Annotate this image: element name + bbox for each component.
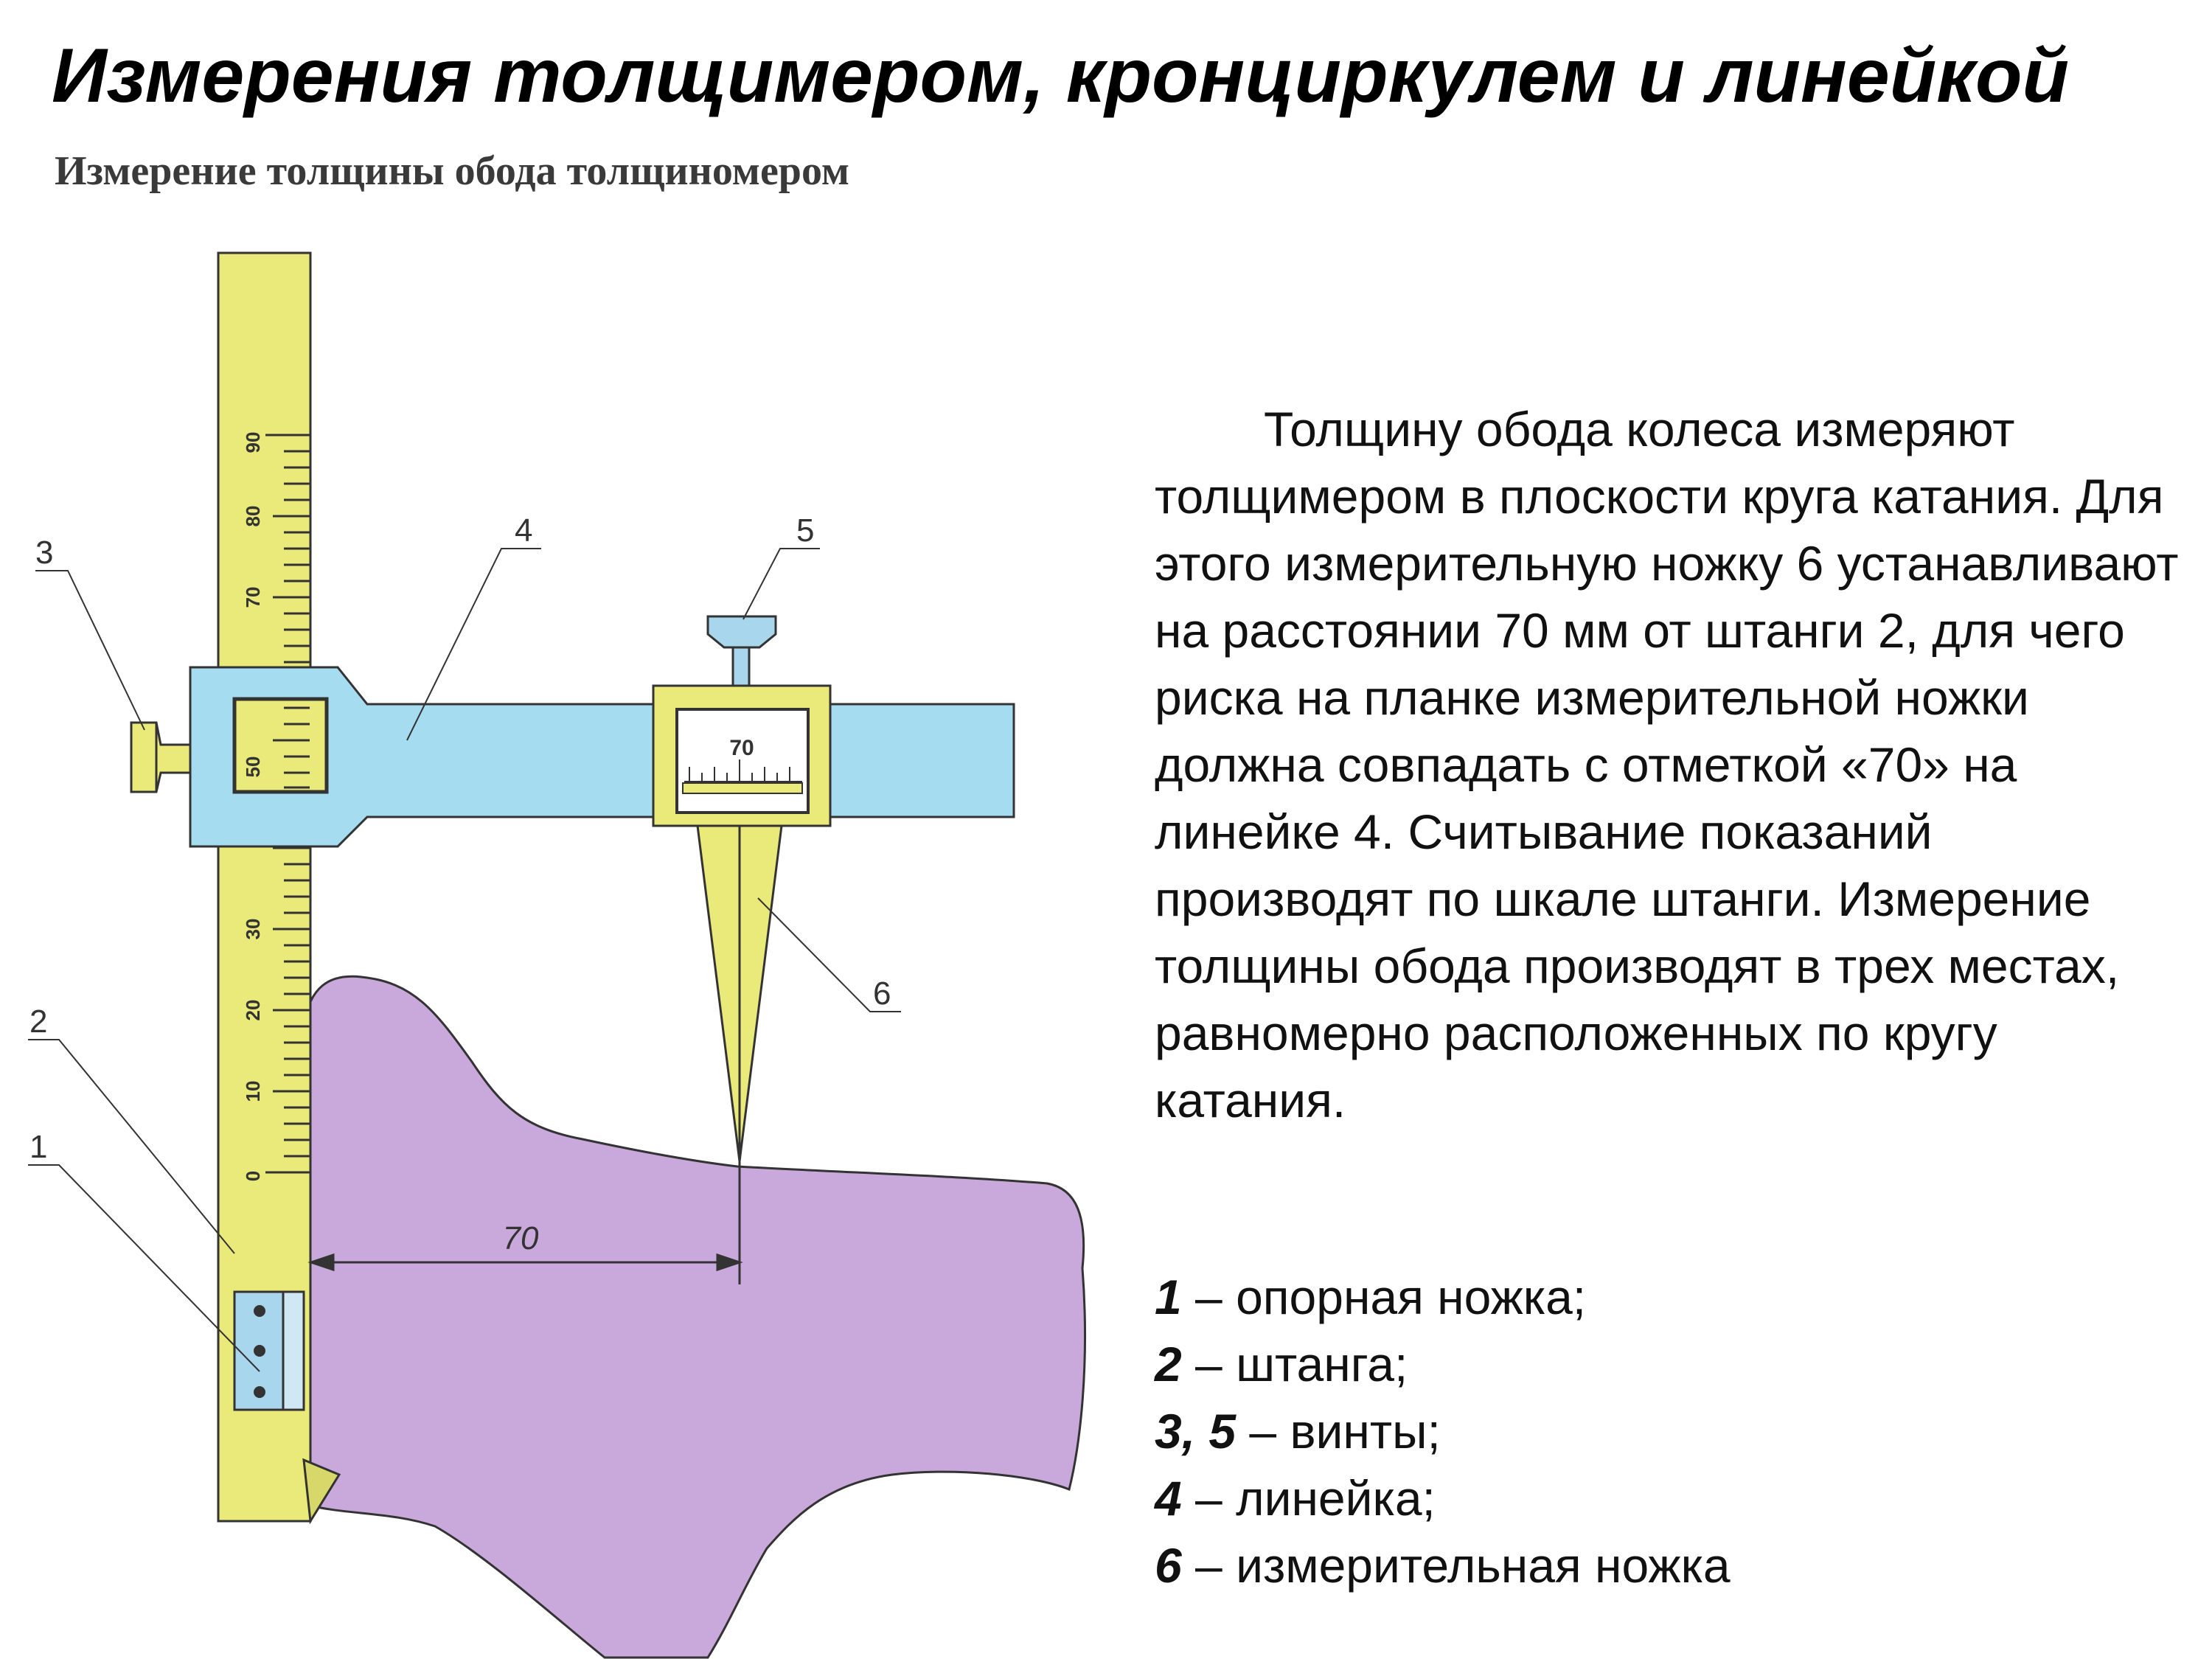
vernier-bar [682, 782, 803, 794]
wheel-rim-section [302, 975, 1086, 1659]
legend-item: 2 – штанга; [1155, 1331, 1731, 1398]
callout-6: 6 [873, 975, 891, 1012]
page-title: Измерения толщимером, кронциркулем и лин… [52, 33, 2069, 119]
legend-number: 4 [1155, 1471, 1182, 1526]
figure-subtitle: Измерение толщины обода толщиномером [55, 148, 850, 194]
legend-text: – винты; [1236, 1404, 1441, 1458]
legend-number: 3, 5 [1155, 1404, 1237, 1458]
scale-label-0: 0 [242, 1171, 264, 1181]
slider-window [232, 697, 329, 794]
legend-item: 6 – измерительная ножка [1155, 1532, 1731, 1599]
callout-3: 3 [35, 535, 53, 571]
dial-value: 70 [729, 736, 754, 760]
legend-item: 4 – линейка; [1155, 1465, 1731, 1532]
screw-3 [130, 721, 192, 793]
scale-label-50: 50 [242, 757, 264, 778]
dimension-label: 70 [503, 1220, 539, 1256]
callout-5: 5 [796, 512, 814, 549]
dimension-line [307, 1253, 743, 1272]
callout-numbers: 1 2 3 4 5 6 [29, 512, 891, 1165]
legend-number: 2 [1155, 1337, 1182, 1391]
description-text: Толщину обода колеса измеряют толщимером… [1155, 402, 2179, 1127]
foot-rivet-bottom [254, 1386, 265, 1398]
legend-text: – линейка; [1181, 1471, 1436, 1526]
scale-label-20: 20 [242, 1000, 264, 1021]
screw-5-stem [731, 644, 751, 687]
legend-list: 1 – опорная ножка; 2 – штанга; 3, 5 – ви… [1155, 1264, 1731, 1599]
callout-1: 1 [29, 1129, 47, 1165]
thickness-gauge-diagram: 90 80 70 30 20 10 0 50 70 [28, 251, 1086, 1659]
bar-scale-ticks [265, 434, 310, 1174]
callout-2: 2 [29, 1004, 47, 1040]
legend-text: – штанга; [1181, 1337, 1408, 1391]
scale-label-10: 10 [242, 1081, 264, 1102]
foot-rivet-mid [254, 1345, 265, 1357]
scale-label-30: 30 [242, 919, 264, 940]
scale-label-80: 80 [242, 506, 264, 527]
scale-label-70: 70 [242, 587, 264, 608]
legend-item: 3, 5 – винты; [1155, 1398, 1731, 1465]
bar-scale-numbers: 90 80 70 30 20 10 0 [242, 432, 264, 1182]
legend-number: 6 [1155, 1538, 1182, 1593]
scale-label-90: 90 [242, 432, 264, 453]
legend-text: – измерительная ножка [1181, 1538, 1731, 1593]
support-foot-plate [282, 1290, 305, 1411]
leader-lines [28, 548, 901, 1372]
screw-5 [706, 615, 777, 649]
slider-window-ticks [273, 706, 310, 789]
legend-text: – опорная ножка; [1181, 1270, 1587, 1324]
foot-rivet-top [254, 1305, 265, 1317]
vernier-ticks [684, 759, 802, 782]
callout-4: 4 [515, 512, 532, 549]
legend-number: 1 [1155, 1270, 1182, 1324]
vernier-window [675, 708, 810, 814]
main-bar-bevel [302, 1458, 341, 1525]
legend-item: 1 – опорная ножка; [1155, 1264, 1731, 1331]
